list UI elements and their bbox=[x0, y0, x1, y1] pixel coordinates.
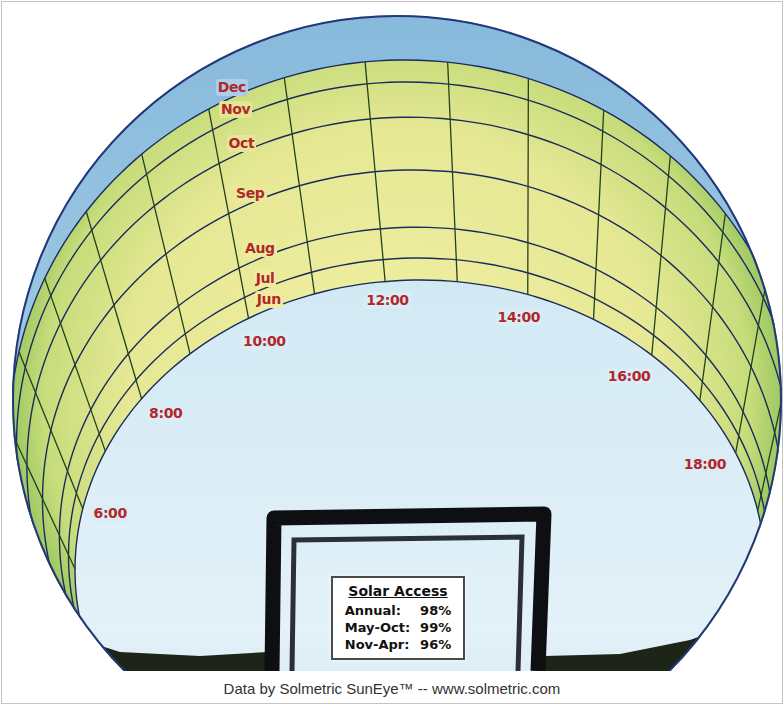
month-label: Sep bbox=[234, 185, 266, 202]
ground-left bbox=[0, 622, 268, 671]
roof-frame-inner bbox=[292, 537, 522, 671]
ground-right bbox=[545, 612, 784, 671]
value-table: Annual: 98% May-Oct: 99% Nov-Apr: 96% bbox=[345, 603, 451, 652]
hour-line bbox=[527, 79, 529, 295]
month-label: Aug bbox=[243, 240, 277, 257]
month-curve bbox=[59, 227, 773, 671]
hour-line bbox=[448, 62, 458, 282]
month-label: Nov bbox=[219, 101, 252, 118]
hour-line bbox=[594, 110, 604, 319]
month-label: Dec bbox=[216, 79, 248, 96]
roof-frame bbox=[272, 514, 544, 671]
month-curve bbox=[43, 170, 783, 671]
hour-label: 8:00 bbox=[147, 405, 184, 422]
period-name: May-Oct: bbox=[345, 620, 410, 635]
hour-line bbox=[652, 156, 671, 355]
hour-label: 6:00 bbox=[92, 505, 129, 522]
access-value: 96% bbox=[420, 637, 451, 652]
month-curve bbox=[27, 117, 784, 661]
hour-line bbox=[19, 352, 83, 509]
hour-line bbox=[142, 154, 190, 354]
hour-label: 14:00 bbox=[496, 309, 543, 326]
lens-edge bbox=[13, 16, 781, 671]
solar-access-box: Solar AccessAnnual: 98% May-Oct: 99% Nov-Apr… bbox=[331, 576, 465, 660]
month-curve bbox=[17, 82, 784, 646]
box-heading: Solar Access bbox=[345, 583, 451, 599]
access-value: 98% bbox=[420, 603, 451, 618]
period-name: Annual: bbox=[345, 603, 410, 618]
hour-label: 10:00 bbox=[241, 333, 288, 350]
hour-line bbox=[45, 278, 106, 451]
month-label: Jun bbox=[255, 291, 283, 308]
caption: Data by Solmetric SunEye™ -- www.solmetr… bbox=[224, 680, 561, 697]
hour-line bbox=[700, 214, 726, 401]
hour-label: 12:00 bbox=[364, 292, 411, 309]
hour-line bbox=[86, 211, 141, 398]
hour-line bbox=[284, 78, 314, 294]
hour-line bbox=[736, 281, 767, 453]
access-value: 99% bbox=[420, 620, 451, 635]
hour-line bbox=[365, 62, 385, 282]
month-label: Oct bbox=[227, 135, 257, 152]
month-label: Jul bbox=[254, 270, 277, 287]
hour-line bbox=[18, 506, 82, 630]
month-curve bbox=[75, 280, 765, 671]
period-name: Nov-Apr: bbox=[345, 637, 410, 652]
month-curve bbox=[69, 258, 769, 671]
month-curve bbox=[10, 60, 784, 637]
hour-label: 18:00 bbox=[682, 456, 729, 473]
hour-label: 16:00 bbox=[606, 368, 653, 385]
